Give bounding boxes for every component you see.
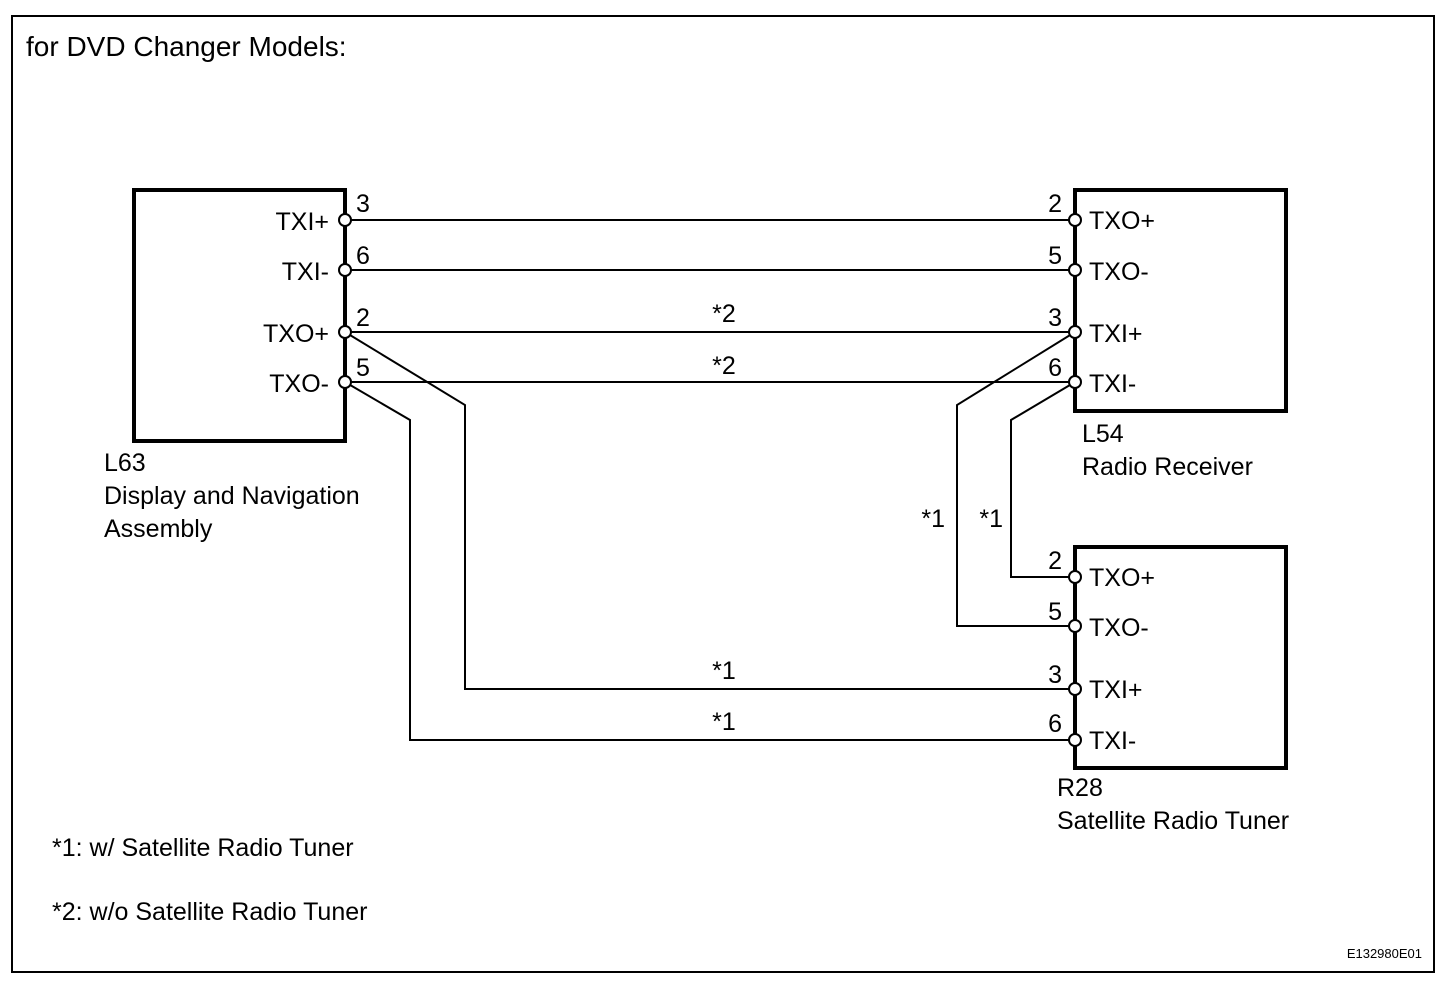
- terminal-r28-pin2: [1068, 570, 1082, 584]
- r28-pin-labels: TXO+ TXO- TXI+ TXI- 2 5 3 6: [1048, 547, 1155, 755]
- wire-marks: *2 *2 *1 *1 *1 *1: [712, 300, 1003, 736]
- l63-pin-number: 2: [356, 304, 370, 332]
- figure-id: E132980E01: [1347, 946, 1422, 961]
- l63-pin-number: 6: [356, 242, 370, 270]
- l63-box: [132, 188, 347, 443]
- l63-pin-number: 5: [356, 354, 370, 382]
- r28-signal-label: TXO-: [1089, 614, 1149, 642]
- l63-name-line: Display and Navigation: [104, 482, 360, 510]
- legend-item: *1: w/ Satellite Radio Tuner: [52, 834, 354, 862]
- wire-l63-txo-minus-to-r28-txi-minus: [344, 381, 1075, 741]
- l54-code: L54: [1082, 420, 1124, 448]
- l54-pin-number: 5: [1048, 242, 1062, 270]
- wire-l54-txi-plus-to-r28-txo-minus: [956, 331, 1076, 627]
- l63-signal-label: TXI+: [276, 208, 330, 236]
- terminal-r28-pin3: [1068, 682, 1082, 696]
- l54-pin-number: 3: [1048, 304, 1062, 332]
- terminal-l54-pin5: [1068, 263, 1082, 277]
- wire-l63-txo-plus-to-r28-txi-plus: [344, 331, 1075, 690]
- l54-signal-label: TXO-: [1089, 258, 1149, 286]
- r28-pin-number: 6: [1048, 710, 1062, 738]
- l63-pin-labels: TXI+ TXI- TXO+ TXO- 3 6 2 5: [263, 190, 370, 398]
- wire-mark: *1: [979, 505, 1003, 533]
- l54-signal-label: TXI-: [1089, 370, 1136, 398]
- l54-signal-label: TXI+: [1089, 320, 1143, 348]
- terminal-l63-pin5: [338, 375, 352, 389]
- wires: [344, 219, 1076, 741]
- r28-box: [1073, 545, 1288, 770]
- l63-pin-number: 3: [356, 190, 370, 218]
- r28-pin-number: 5: [1048, 598, 1062, 626]
- wire-mark: *1: [712, 657, 736, 685]
- r28-pin-number: 3: [1048, 661, 1062, 689]
- l54-box: [1073, 188, 1288, 413]
- l63-signal-label: TXO+: [263, 320, 329, 348]
- legend: *1: w/ Satellite Radio Tuner *2: w/o Sat…: [52, 834, 367, 926]
- diagram-title: for DVD Changer Models:: [26, 31, 347, 62]
- wire-mark: *2: [712, 352, 736, 380]
- l63-signal-label: TXO-: [269, 370, 329, 398]
- terminal-l63-pin2: [338, 325, 352, 339]
- wire-l54-txi-minus-to-r28-txo-plus: [1010, 381, 1076, 578]
- l63-code: L63: [104, 449, 146, 477]
- diagram-frame: [11, 15, 1435, 973]
- wire-mark: *1: [921, 505, 945, 533]
- l63-name-line: Assembly: [104, 515, 213, 543]
- r28-pin-number: 2: [1048, 547, 1062, 575]
- l54-name-line: Radio Receiver: [1082, 453, 1253, 481]
- l54-pin-number: 2: [1048, 190, 1062, 218]
- l54-signal-label: TXO+: [1089, 207, 1155, 235]
- wire-mark: *1: [712, 708, 736, 736]
- terminal-r28-pin6: [1068, 733, 1082, 747]
- terminal-l54-pin3: [1068, 325, 1082, 339]
- l63-signal-label: TXI-: [282, 258, 329, 286]
- terminal-l54-pin2: [1068, 213, 1082, 227]
- r28-signal-label: TXI-: [1089, 727, 1136, 755]
- legend-item: *2: w/o Satellite Radio Tuner: [52, 898, 367, 926]
- r28-signal-label: TXI+: [1089, 676, 1143, 704]
- terminal-l63-pin6: [338, 263, 352, 277]
- wire-mark: *2: [712, 300, 736, 328]
- l54-pin-number: 6: [1048, 354, 1062, 382]
- terminals: [338, 213, 1082, 747]
- terminal-r28-pin5: [1068, 619, 1082, 633]
- l54-pin-labels: TXO+ TXO- TXI+ TXI- 2 5 3 6: [1048, 190, 1155, 398]
- terminal-l54-pin6: [1068, 375, 1082, 389]
- r28-code: R28: [1057, 774, 1103, 802]
- terminal-l63-pin3: [338, 213, 352, 227]
- r28-signal-label: TXO+: [1089, 564, 1155, 592]
- component-captions: L63 Display and Navigation Assembly L54 …: [104, 420, 1289, 835]
- r28-name-line: Satellite Radio Tuner: [1057, 807, 1289, 835]
